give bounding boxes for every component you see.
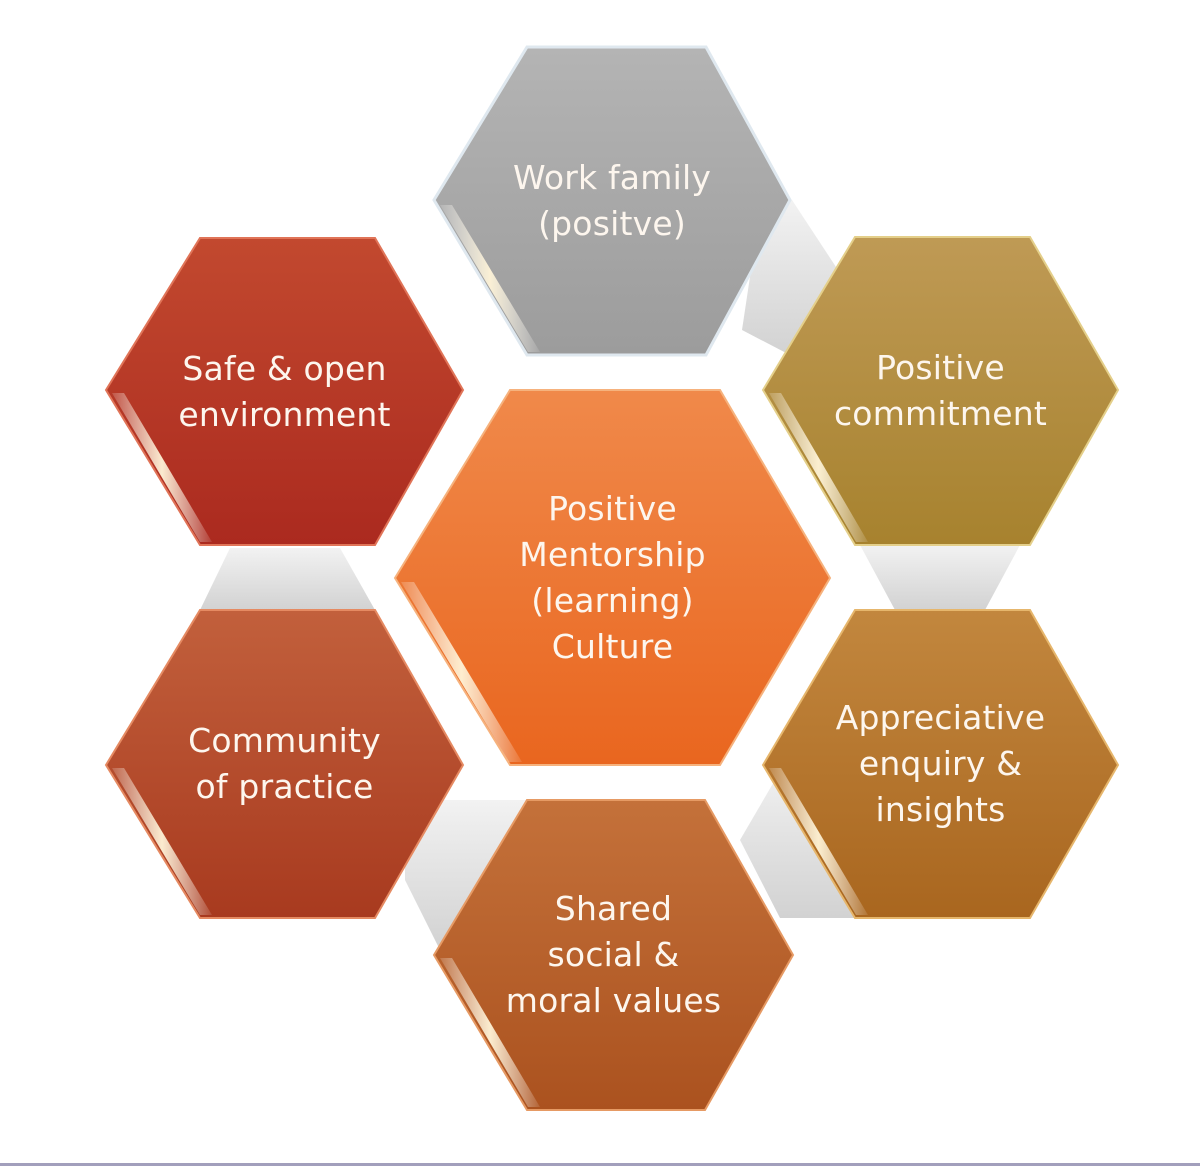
label-line: Work family [512, 158, 712, 197]
label-line: Positive [876, 348, 1005, 387]
label-line: Appreciative [835, 698, 1046, 737]
label-shared-values: Shared social & moral values [434, 800, 793, 1116]
footer-divider [0, 1163, 1200, 1166]
label-line: enquiry & [858, 744, 1023, 783]
label-line: Community [188, 721, 381, 760]
label-line: Shared [554, 889, 673, 928]
label-line: insights [875, 790, 1006, 829]
label-line: Positive [548, 488, 677, 528]
label-positive-commitment: Positive commitment [763, 237, 1118, 545]
hexagon-appreciative-enquiry [761, 609, 1120, 919]
label-line: Safe & open [182, 348, 387, 388]
hexagon-safe-environment [104, 237, 465, 546]
label-safe-environment: Safe & open environment [106, 238, 463, 545]
label-line: moral values [505, 981, 722, 1020]
label-line: social & [547, 935, 680, 974]
hexagon-community-practice [104, 609, 465, 919]
hexagon-shared-values [432, 799, 795, 1111]
label-line: commitment [833, 394, 1048, 433]
connector-shared-community [405, 800, 530, 950]
label-line: Culture [551, 626, 674, 666]
connector-commitment-appreciative [860, 545, 1020, 610]
hexagon-positive-commitment [761, 236, 1120, 546]
label-center-culture: Positive Mentorship (learning) Culture [395, 390, 830, 771]
label-line: Mentorship [519, 534, 706, 574]
connector-safe-community [200, 548, 375, 610]
hexagon-center-culture [393, 389, 832, 766]
label-community-practice: Community of practice [106, 610, 463, 918]
hexagon-work-family [432, 45, 792, 357]
label-line: (positve) [538, 204, 686, 243]
label-line: (learning) [531, 580, 694, 620]
label-work-family: Work family (positve) [434, 47, 790, 359]
label-line: environment [178, 394, 391, 434]
label-appreciative-enquiry: Appreciative enquiry & insights [763, 610, 1118, 918]
label-line: of practice [195, 767, 374, 806]
